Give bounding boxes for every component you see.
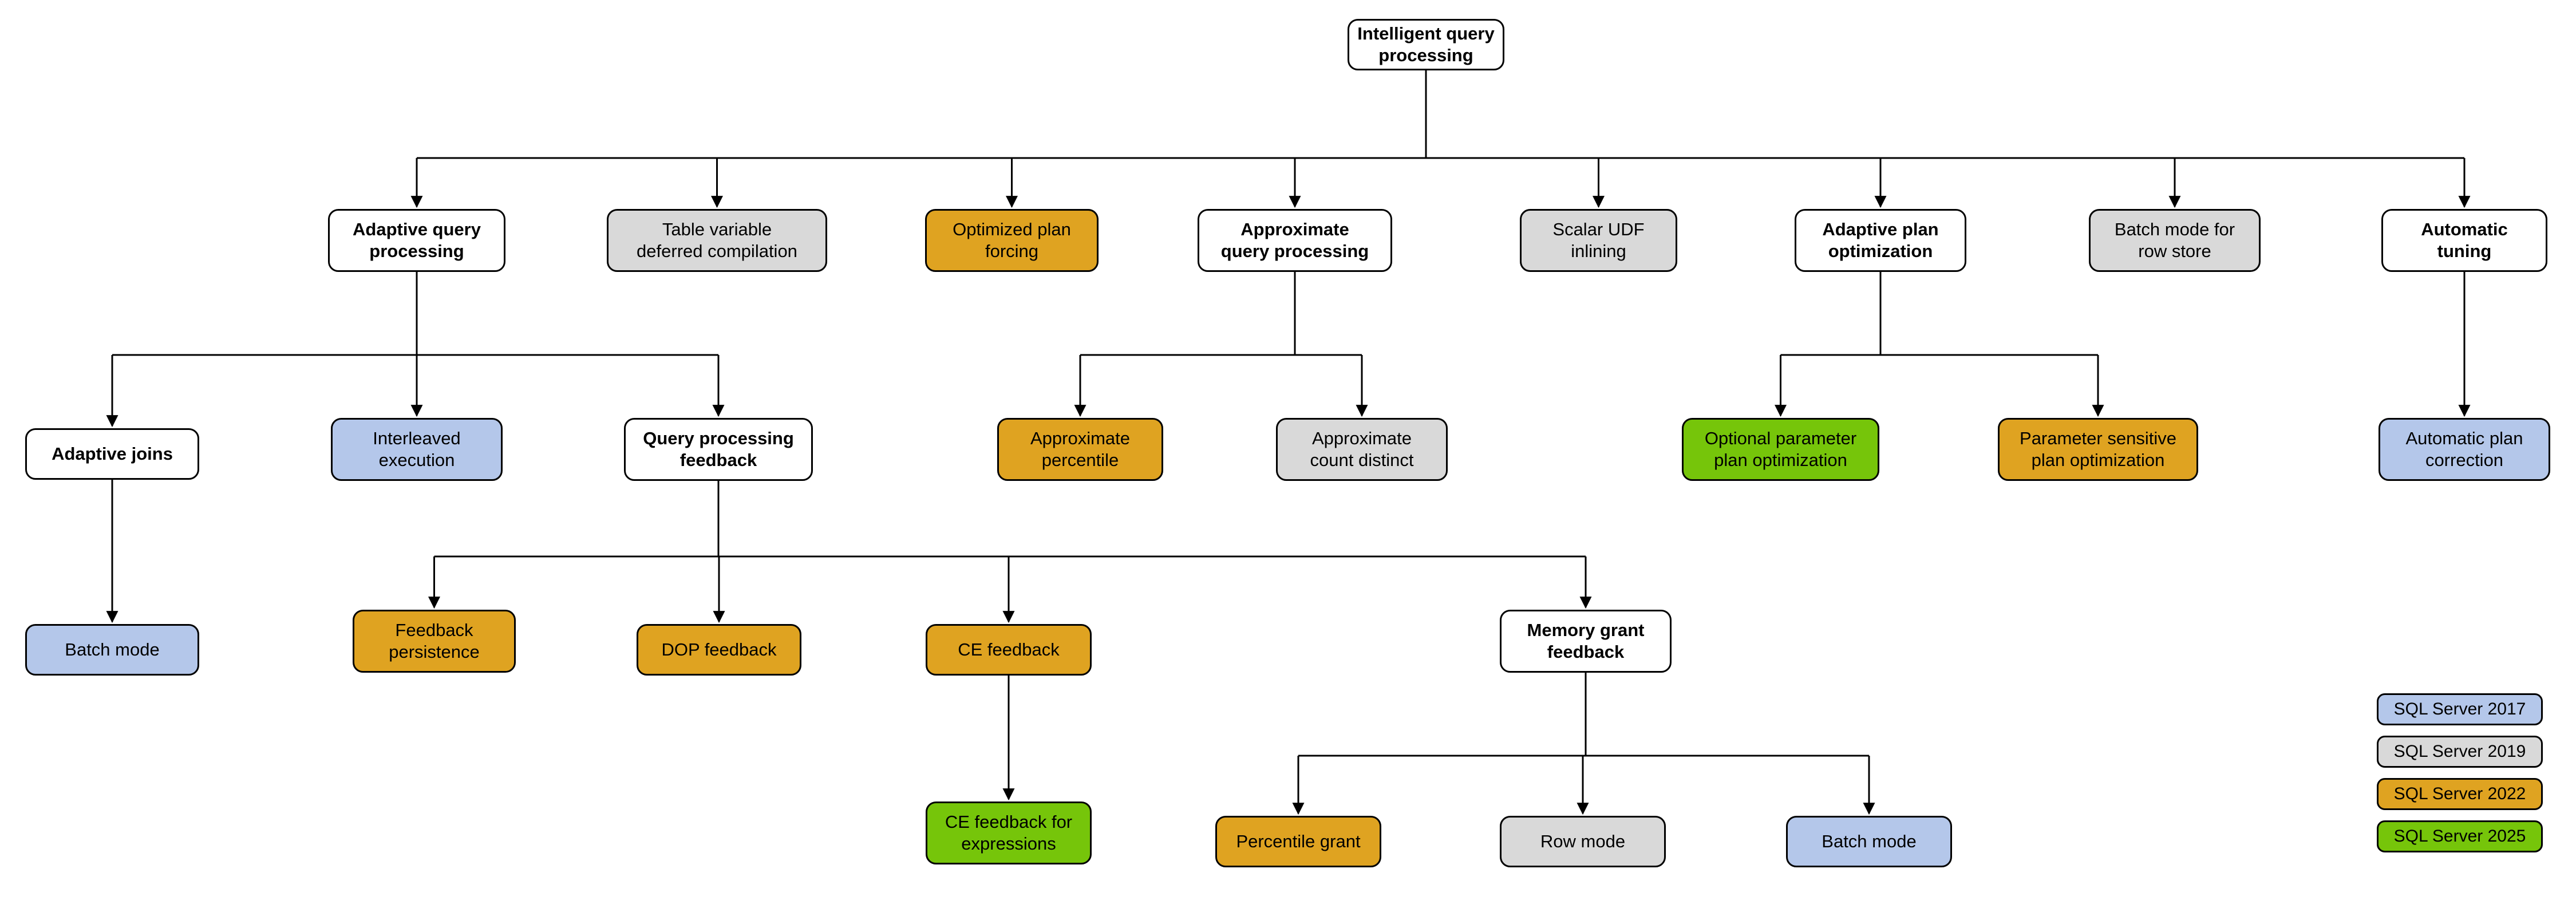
node-bm1[interactable]: Batch mode bbox=[25, 624, 199, 676]
node-cef[interactable]: CE feedback bbox=[926, 624, 1092, 676]
node-fp[interactable]: Feedback persistence bbox=[353, 610, 516, 673]
node-opf[interactable]: Optimized plan forcing bbox=[925, 209, 1099, 272]
node-dopf[interactable]: DOP feedback bbox=[637, 624, 801, 676]
node-ap[interactable]: Approximate percentile bbox=[997, 418, 1163, 481]
legend-item-sql-server-2025: SQL Server 2025 bbox=[2377, 820, 2543, 852]
node-apo[interactable]: Adaptive plan optimization bbox=[1795, 209, 1966, 272]
node-apq[interactable]: Approximate query processing bbox=[1198, 209, 1392, 272]
node-pg[interactable]: Percentile grant bbox=[1215, 816, 1381, 867]
legend-item-sql-server-2019: SQL Server 2019 bbox=[2377, 736, 2543, 768]
node-aj[interactable]: Adaptive joins bbox=[25, 428, 199, 480]
node-cefe[interactable]: CE feedback for expressions bbox=[926, 802, 1092, 864]
node-sudf[interactable]: Scalar UDF inlining bbox=[1520, 209, 1677, 272]
node-bm2[interactable]: Batch mode bbox=[1786, 816, 1952, 867]
node-tvdc[interactable]: Table variable deferred compilation bbox=[607, 209, 827, 272]
node-root[interactable]: Intelligent query processing bbox=[1348, 19, 1504, 70]
legend-item-sql-server-2017: SQL Server 2017 bbox=[2377, 693, 2543, 725]
node-at[interactable]: Automatic tuning bbox=[2381, 209, 2547, 272]
node-pspo[interactable]: Parameter sensitive plan optimization bbox=[1998, 418, 2198, 481]
node-rm[interactable]: Row mode bbox=[1500, 816, 1666, 867]
node-bmrs[interactable]: Batch mode for row store bbox=[2089, 209, 2261, 272]
legend-item-sql-server-2022: SQL Server 2022 bbox=[2377, 778, 2543, 810]
node-oppo[interactable]: Optional parameter plan optimization bbox=[1682, 418, 1879, 481]
node-acd[interactable]: Approximate count distinct bbox=[1276, 418, 1448, 481]
node-qpf[interactable]: Query processing feedback bbox=[624, 418, 813, 481]
node-apc[interactable]: Automatic plan correction bbox=[2379, 418, 2550, 481]
node-mgf[interactable]: Memory grant feedback bbox=[1500, 610, 1672, 673]
node-aqp[interactable]: Adaptive query processing bbox=[328, 209, 505, 272]
node-ie[interactable]: Interleaved execution bbox=[331, 418, 503, 481]
